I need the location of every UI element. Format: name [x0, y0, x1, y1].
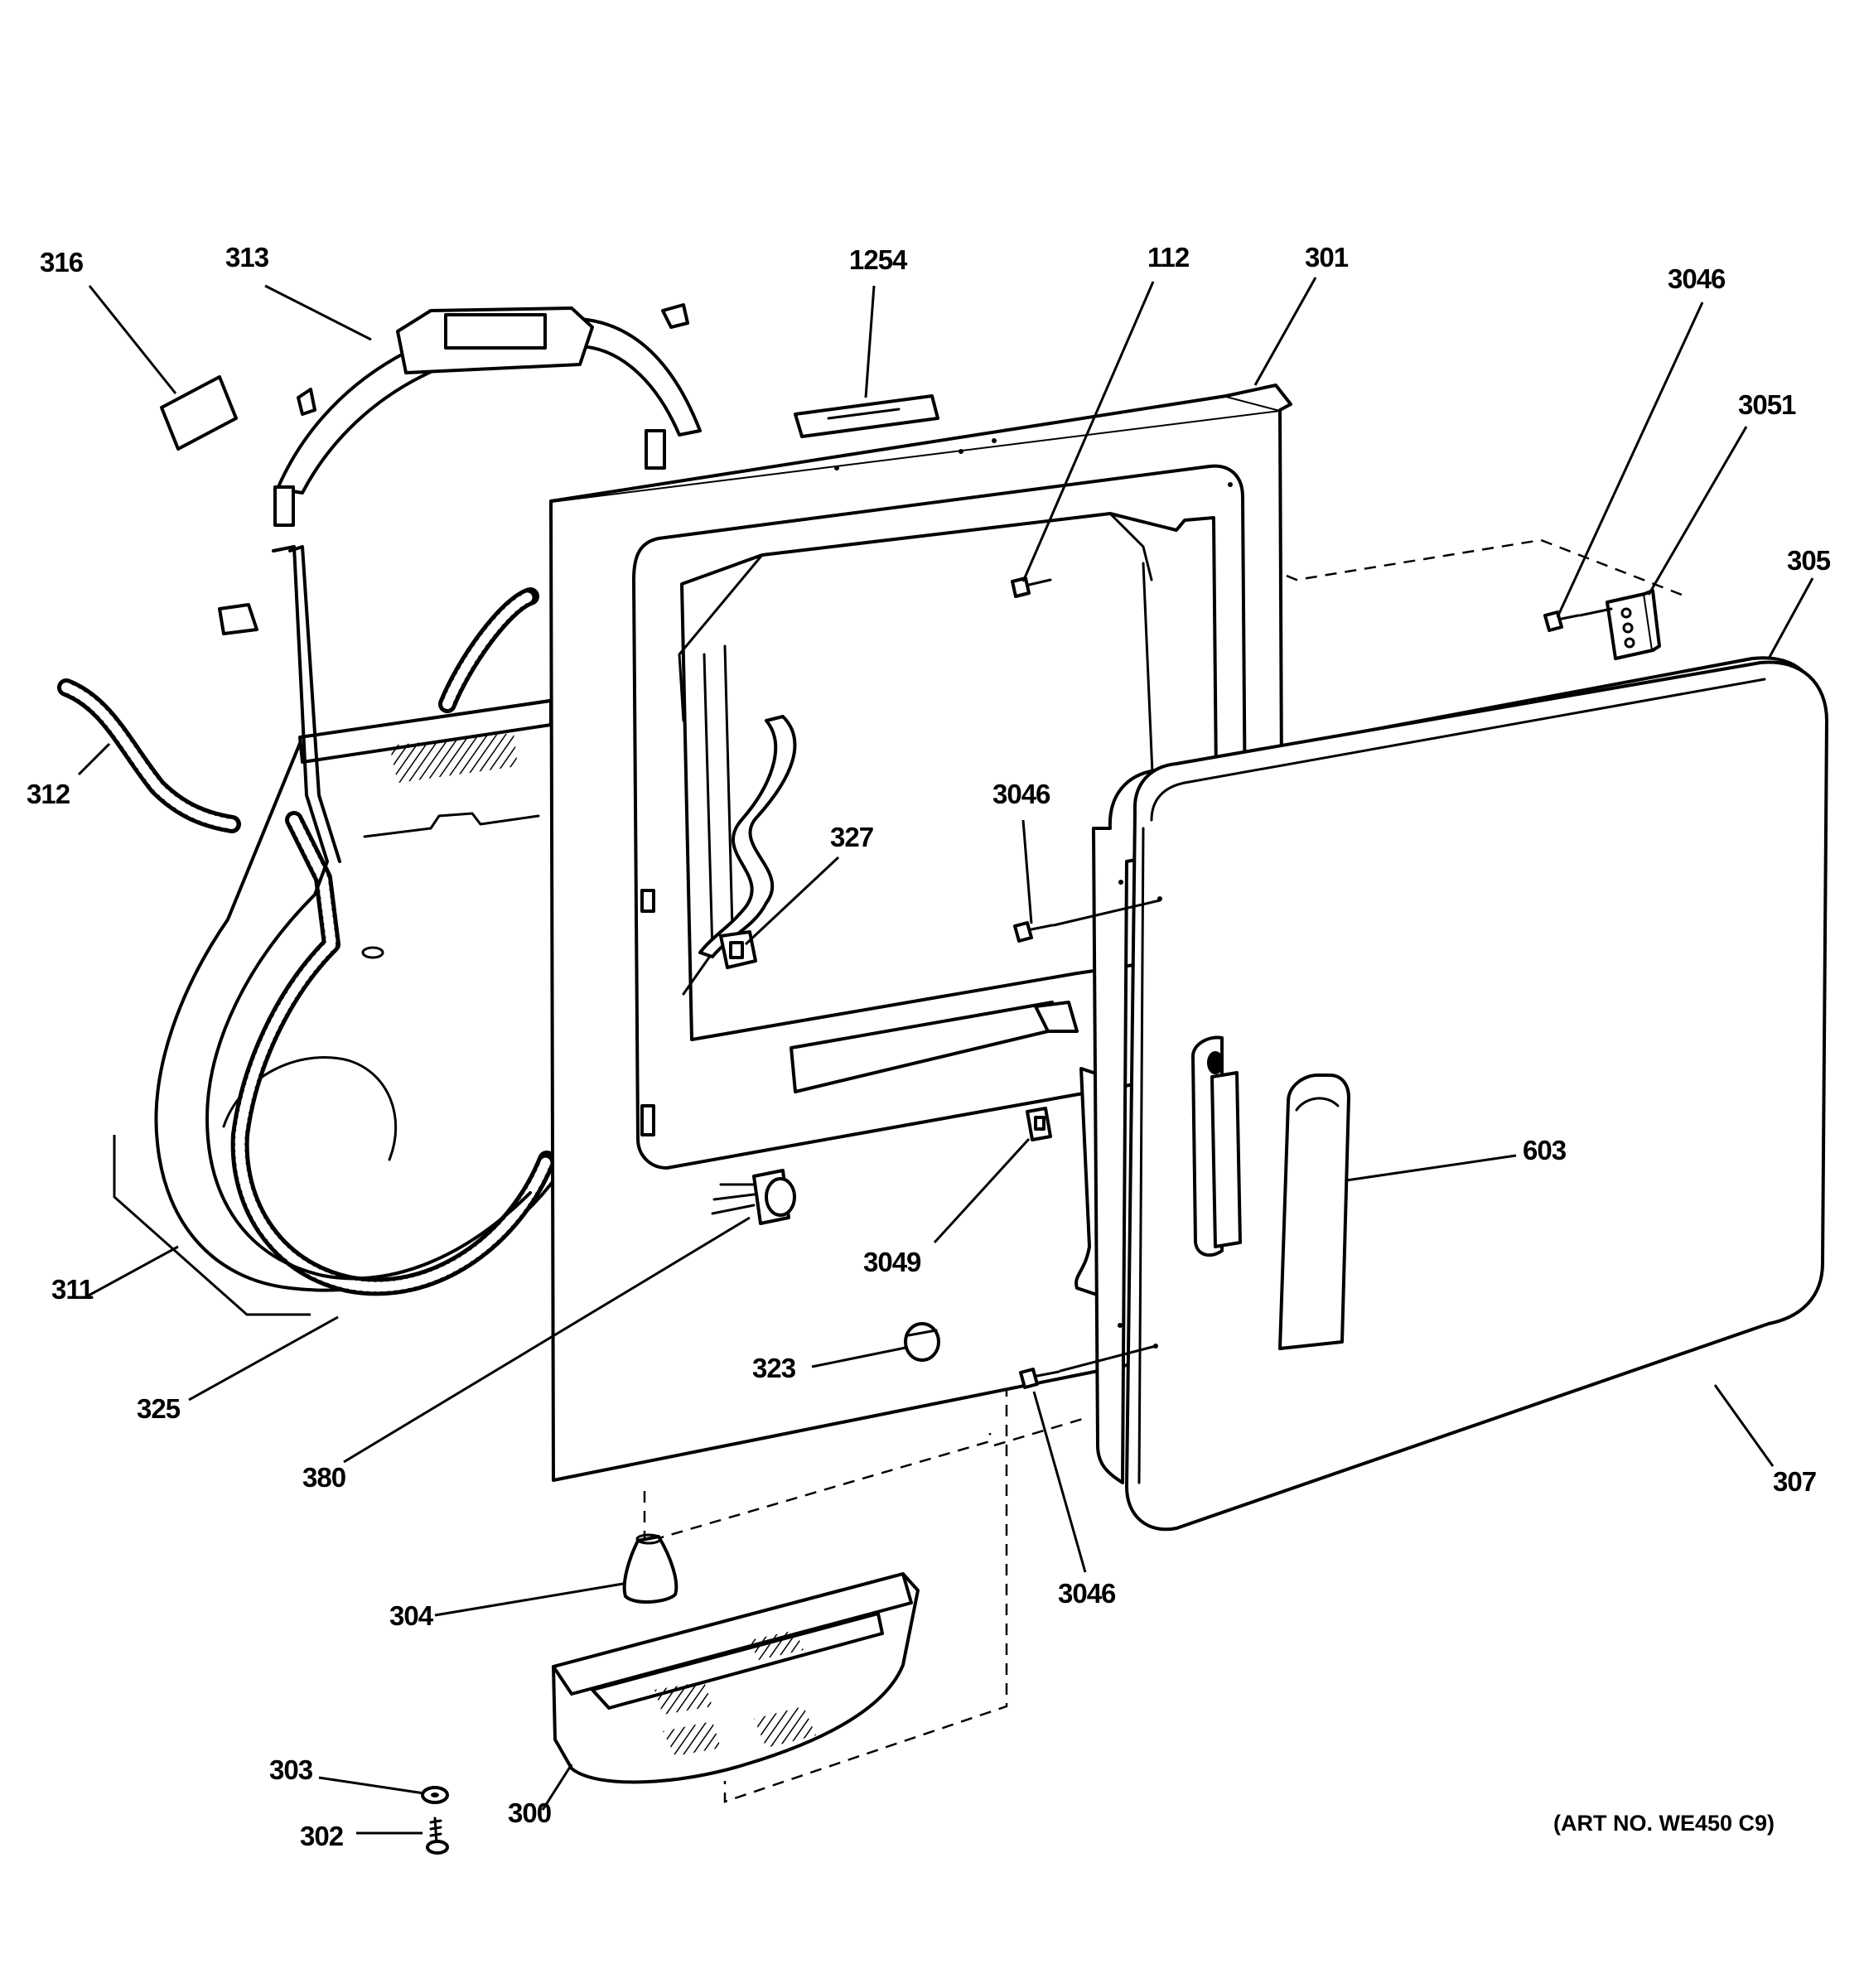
foot-304 — [622, 1533, 678, 1604]
callout-300: 300 — [508, 1797, 551, 1828]
callout-316: 316 — [40, 247, 84, 277]
callout-3046-top: 3046 — [1668, 263, 1726, 294]
door-switch-327 — [698, 715, 797, 969]
callout-325: 325 — [137, 1393, 181, 1424]
callout-327: 327 — [830, 822, 873, 852]
callout-304: 304 — [389, 1600, 434, 1631]
screw-112 — [1011, 577, 1052, 598]
leader-lines — [77, 277, 1814, 1835]
art-number: (ART NO. WE450 C9) — [1553, 1811, 1775, 1836]
callout-1254: 1254 — [849, 244, 908, 275]
callout-labels: 316 313 1254 112 301 3046 3051 305 312 3… — [27, 242, 1832, 1851]
callout-307: 307 — [1773, 1466, 1816, 1497]
drum-bearing-bracket-313 — [273, 303, 702, 527]
knob-323 — [904, 1322, 940, 1362]
callout-305: 305 — [1787, 545, 1831, 576]
callout-3049: 3049 — [863, 1247, 921, 1277]
callout-311: 311 — [51, 1274, 94, 1305]
callout-3046-mid: 3046 — [992, 779, 1050, 809]
washer-303 — [421, 1786, 449, 1804]
lint-filter-300 — [552, 1572, 920, 1784]
callout-603: 603 — [1523, 1135, 1567, 1165]
callout-3046-bot: 3046 — [1058, 1578, 1116, 1609]
screw-302 — [426, 1817, 449, 1855]
callout-312: 312 — [27, 779, 70, 809]
callout-302: 302 — [300, 1821, 344, 1851]
callout-380: 380 — [302, 1462, 345, 1493]
callout-301: 301 — [1305, 242, 1349, 273]
felt-strip-316 — [160, 375, 238, 451]
callout-323: 323 — [752, 1353, 796, 1383]
hinge-3051 — [1606, 589, 1661, 660]
screw-3046-bot — [1019, 1368, 1060, 1389]
label-plate-1254 — [794, 394, 939, 438]
seal-frame — [205, 545, 532, 1281]
callout-112: 112 — [1147, 242, 1190, 273]
felt-seal-325 — [230, 811, 556, 1296]
screw-3046-top — [1543, 610, 1580, 632]
screw-3046-mid — [1013, 921, 1054, 943]
front-bulkhead-311 — [154, 698, 558, 1292]
door-strike-3049 — [1026, 1107, 1052, 1141]
felt-seal-312 — [57, 587, 539, 833]
callout-313: 313 — [225, 242, 269, 273]
door-305 — [1052, 607, 1828, 1532]
callout-303: 303 — [269, 1754, 313, 1785]
start-switch-380 — [711, 1169, 796, 1225]
callout-3051: 3051 — [1738, 389, 1796, 420]
